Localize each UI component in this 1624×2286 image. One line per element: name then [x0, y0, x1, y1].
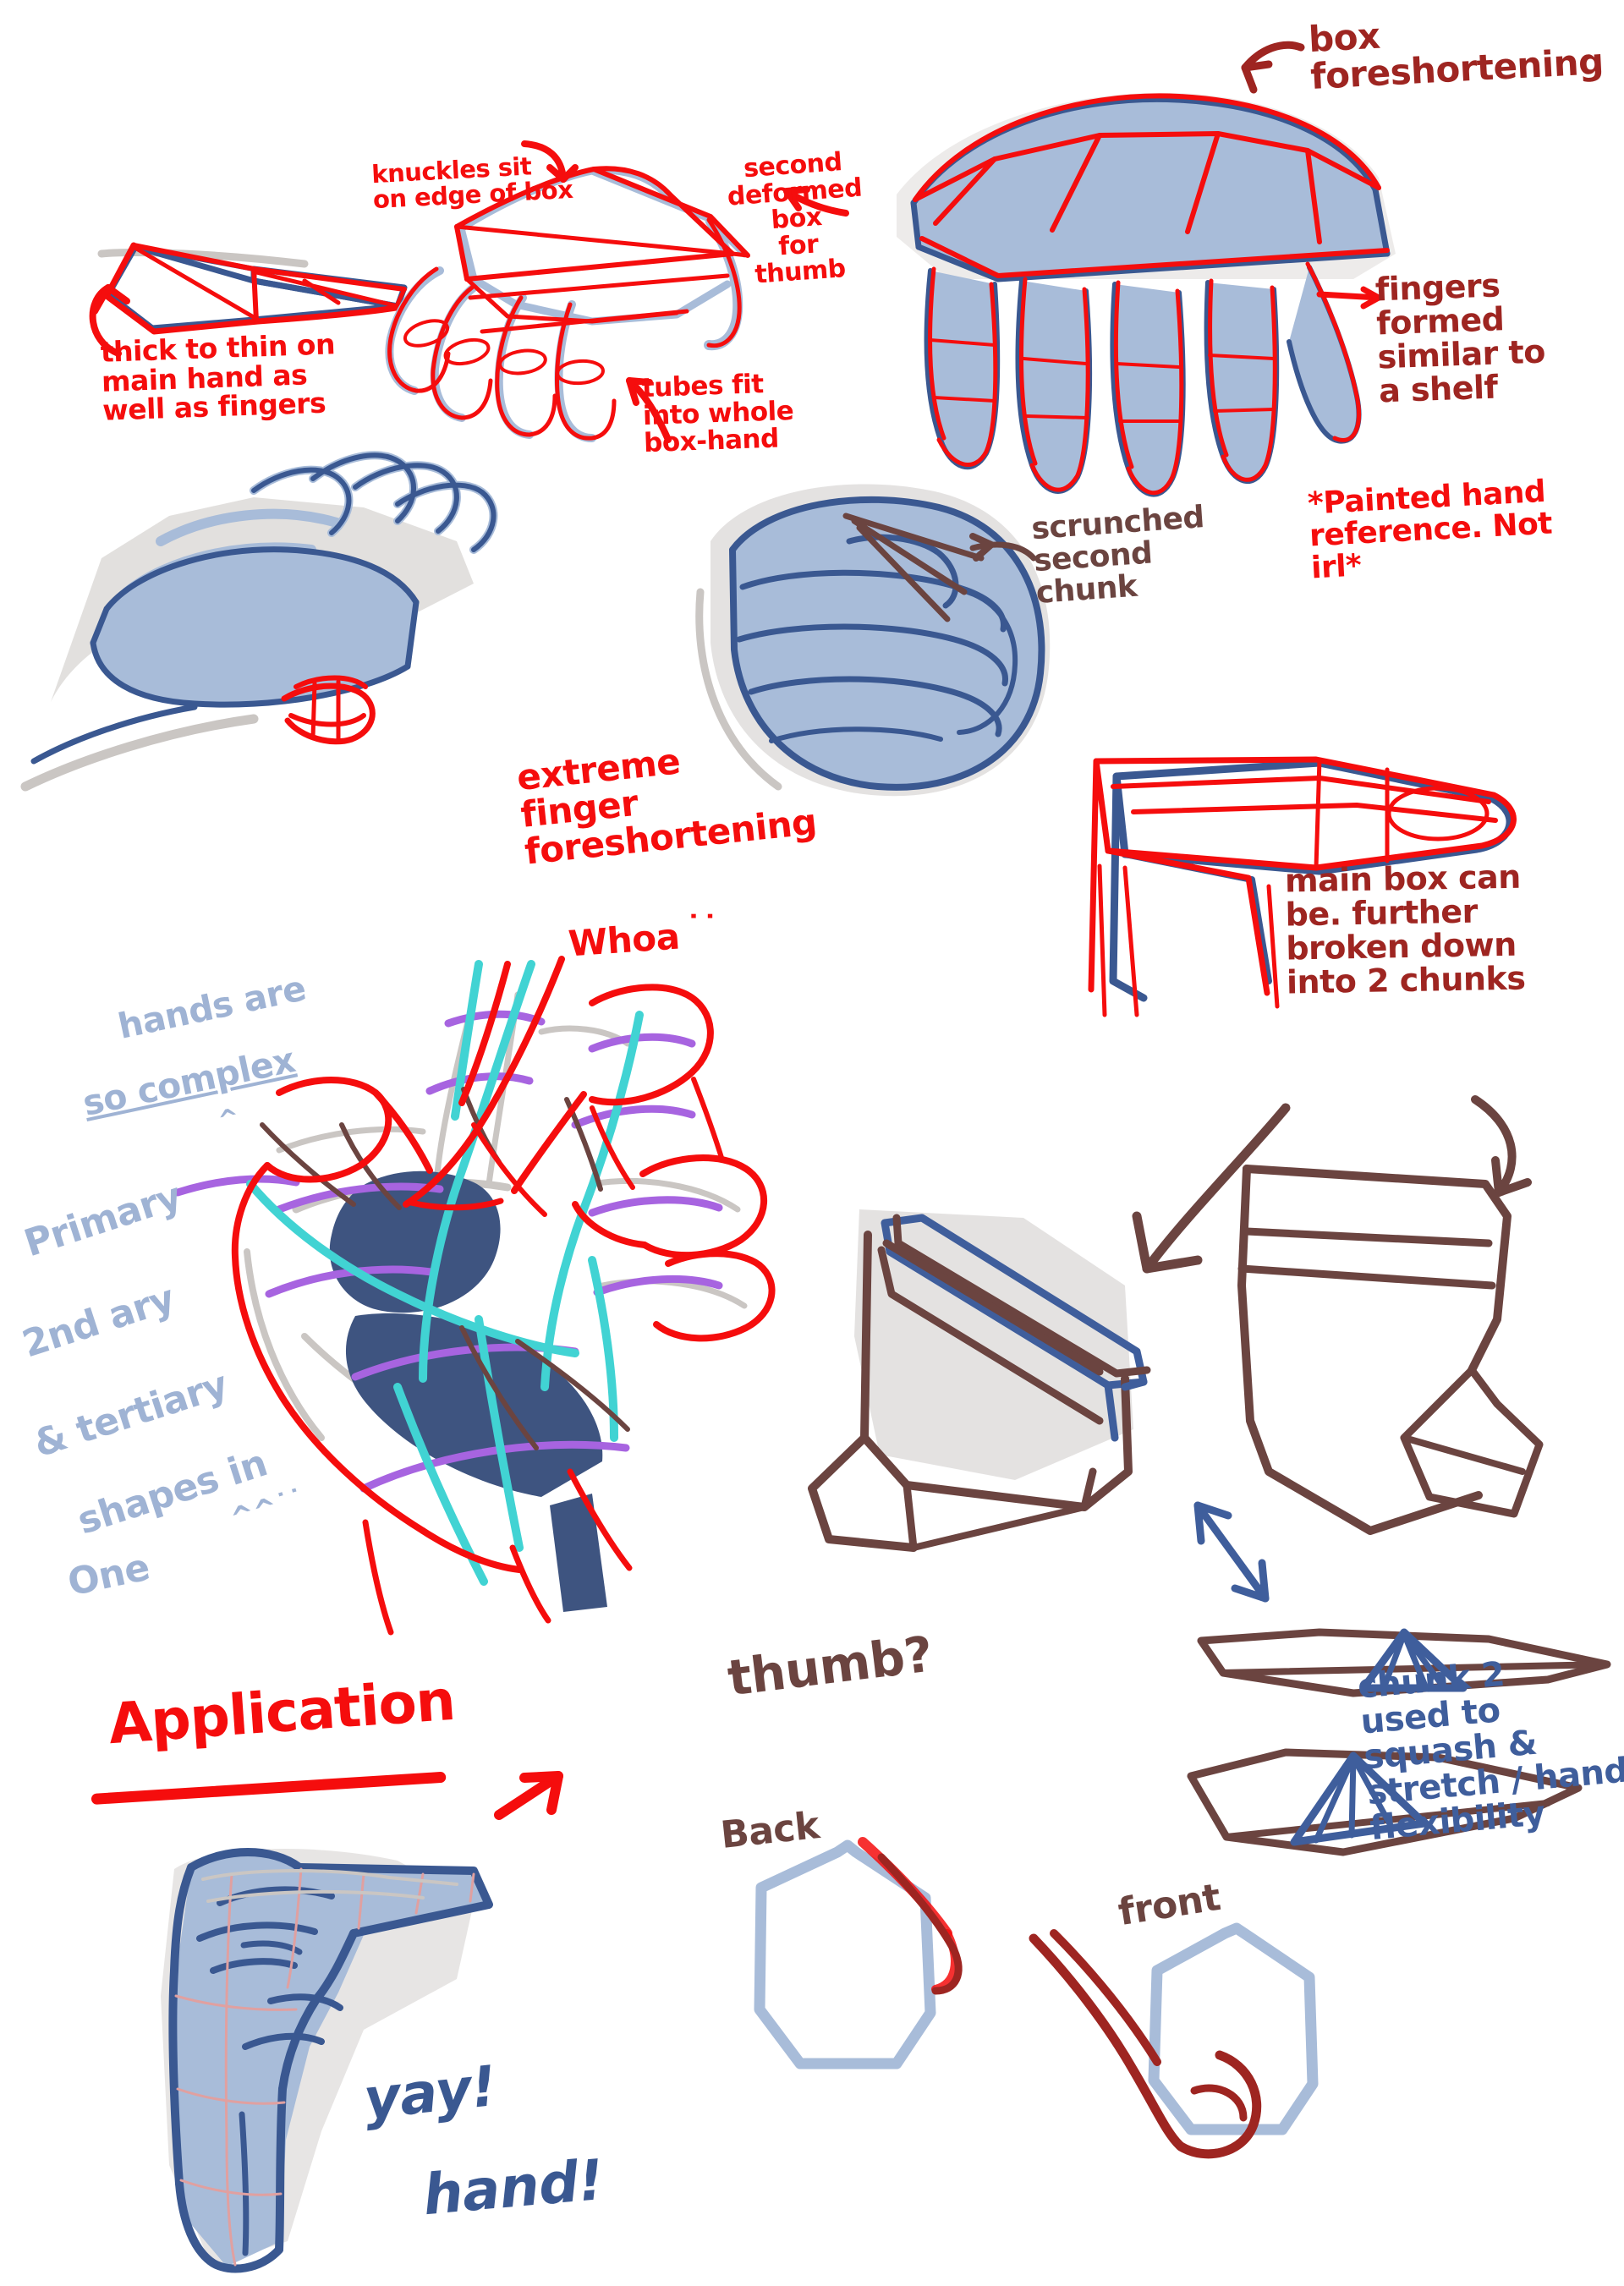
annotation-chunk2: chunk 2 used to squash & stretch / hand … — [1356, 1654, 1624, 1849]
annotation-extreme-foreshortening: extreme finger foreshortening — [514, 740, 819, 873]
annotation-hands-are: hands are — [114, 968, 310, 1047]
annotation-box-foreshortening: box foreshortening — [1307, 14, 1605, 98]
annotation-tubes-fit: tubes fit into whole box-hand — [641, 369, 794, 459]
application-underline — [91, 1771, 447, 1805]
annotation-knuckles: knuckles sit on edge of box — [370, 151, 574, 215]
annotation-whoa: Whoa — [567, 915, 681, 965]
figure-chunk-box-blue — [808, 1209, 1151, 1552]
figure-splayed-fingers-hand — [20, 451, 498, 792]
annotation-one: One — [63, 1545, 154, 1605]
annotation-scrunched-second-chunk: scrunched second chunk — [1030, 500, 1205, 611]
annotation-fingers-shelf: fingers formed similar to a shelf — [1374, 266, 1546, 410]
annotation-front: front — [1115, 1875, 1224, 1935]
annotation-complex-caret: ^ — [215, 1102, 242, 1137]
annotation-painted-reference: *Painted hand reference. Not irl* — [1307, 474, 1553, 586]
figure-chunk-box-brown — [1193, 1165, 1544, 1603]
figure-l-shape-box — [1088, 756, 1532, 1274]
annotation-main-box-chunks: main box can be. further broken down int… — [1284, 858, 1526, 1001]
annotation-thumb: thumb? — [724, 1625, 936, 1708]
annotation-secondary: 2nd ary — [17, 1276, 180, 1367]
annotation-yay: yay! — [360, 2053, 500, 2132]
annotation-primary: Primary — [19, 1174, 187, 1266]
figure-shelf-hand — [897, 41, 1396, 497]
annotation-back: Back — [718, 1804, 821, 1857]
annotation-second-deformed-box: second deformed box for thumb — [726, 147, 864, 290]
annotation-whoa-emote: ˙˙ — [685, 910, 719, 949]
annotation-so-complex: so complex — [79, 1039, 299, 1124]
annotation-hand: hand! — [420, 2146, 606, 2228]
heading-application: Application — [106, 1667, 458, 1757]
figure-thumb-front — [1029, 1922, 1319, 2159]
figure-thumb-back — [754, 1837, 963, 2069]
annotation-thick-to-thin: thick to thin on main hand as well as fi… — [100, 327, 336, 428]
annotation-tertiary: & tertiary — [28, 1362, 233, 1466]
